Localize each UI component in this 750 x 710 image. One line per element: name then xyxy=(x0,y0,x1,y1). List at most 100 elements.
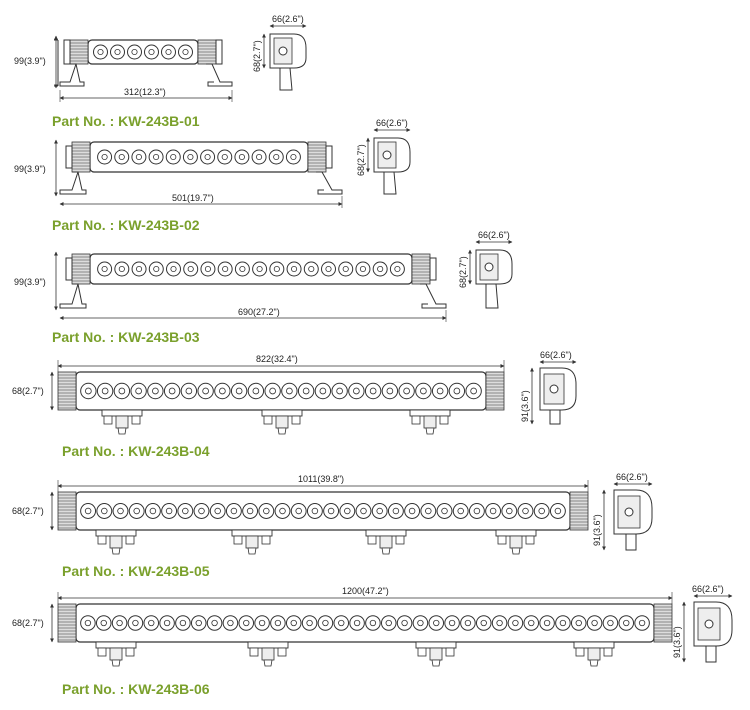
mounting-clamp xyxy=(365,529,407,555)
led xyxy=(80,503,97,519)
side-view xyxy=(693,601,733,663)
led xyxy=(111,615,128,631)
side-view xyxy=(475,249,513,309)
led xyxy=(355,503,372,519)
length-dimension: 1200(47.2") xyxy=(342,586,389,596)
mounting-clamps xyxy=(101,409,451,435)
length-dimension: 690(27.2") xyxy=(238,307,280,317)
side-height-dimension: 91(3.6") xyxy=(520,390,530,422)
mounting-clamp xyxy=(95,529,137,555)
product-kw-243b-05: 68(2.7") 1011(39.8") 66(2.6") 91(3.6") xyxy=(12,472,653,555)
led xyxy=(339,503,356,519)
led xyxy=(431,382,449,400)
led xyxy=(183,261,199,277)
led xyxy=(281,382,298,400)
led-row xyxy=(97,261,405,277)
product-kw-243b-02: 99(3.9") 501(19.7") 66(2.6") 68(2.7") xyxy=(14,118,411,208)
height-dimension: 99(3.9") xyxy=(14,56,46,66)
led xyxy=(381,382,399,400)
led xyxy=(182,149,198,165)
led-row xyxy=(80,615,650,631)
side-width-dimension: 66(2.6") xyxy=(540,350,572,360)
heat-sink-fins xyxy=(57,491,589,531)
led xyxy=(485,503,502,519)
led xyxy=(217,149,233,165)
mounting-clamp xyxy=(231,529,273,555)
led xyxy=(127,44,142,60)
led xyxy=(602,615,619,631)
led xyxy=(252,261,268,277)
led xyxy=(331,382,348,400)
side-view xyxy=(269,33,307,91)
heat-sink-fins xyxy=(69,39,217,65)
led-row xyxy=(80,503,566,519)
led xyxy=(539,615,555,631)
height-dimension: 99(3.9") xyxy=(14,164,46,174)
mounting-clamp xyxy=(495,529,537,555)
led xyxy=(468,503,485,519)
led xyxy=(144,44,159,60)
part-number-label: Part No. : KW-243B-05 xyxy=(62,563,210,579)
led xyxy=(586,615,603,631)
led xyxy=(97,261,113,277)
led xyxy=(270,615,286,631)
mounting-clamp xyxy=(415,641,457,667)
led xyxy=(217,261,233,277)
heat-sink-fins xyxy=(57,603,673,643)
led xyxy=(234,261,250,277)
led xyxy=(177,503,194,519)
part-number-label: Part No. : KW-243B-06 xyxy=(62,681,210,697)
led xyxy=(114,261,130,277)
led xyxy=(97,149,113,165)
led xyxy=(372,261,388,277)
side-height-dimension: 68(2.7") xyxy=(356,144,366,176)
led xyxy=(165,149,181,165)
led xyxy=(306,503,323,519)
height-dimension: 99(3.9") xyxy=(14,277,46,287)
led xyxy=(197,382,214,400)
led xyxy=(93,44,108,60)
led xyxy=(404,503,421,519)
led xyxy=(200,261,216,277)
led xyxy=(95,615,112,631)
led xyxy=(303,261,319,277)
part-number-label: Part No. : KW-243B-04 xyxy=(62,443,210,459)
led xyxy=(349,615,365,631)
led xyxy=(448,382,466,400)
side-view xyxy=(373,137,411,195)
led xyxy=(533,503,550,519)
led xyxy=(301,615,318,631)
product-kw-243b-04: 68(2.7") 822(32.4") 66(2.6") 91(3.6") xyxy=(12,350,577,435)
led xyxy=(323,503,340,519)
led xyxy=(274,503,291,519)
led xyxy=(161,503,178,519)
length-dimension: 501(19.7") xyxy=(172,193,214,203)
led xyxy=(387,503,404,519)
led xyxy=(264,382,281,400)
led xyxy=(242,503,259,519)
side-view xyxy=(613,489,653,551)
led xyxy=(148,149,164,165)
side-view xyxy=(539,367,577,425)
led xyxy=(365,615,381,631)
side-height-dimension: 91(3.6") xyxy=(592,514,602,546)
led-row xyxy=(93,44,193,60)
product-kw-243b-03: 99(3.9") 690(27.2") 66(2.6") 68(2.7") xyxy=(14,230,513,322)
led xyxy=(555,615,571,631)
led xyxy=(238,615,255,631)
led xyxy=(314,382,332,400)
mounting-clamp xyxy=(573,641,615,667)
heat-sink-fins xyxy=(71,141,327,173)
mounting-clamps xyxy=(95,529,537,555)
led xyxy=(80,382,97,400)
led xyxy=(570,615,587,631)
led xyxy=(523,615,540,631)
led xyxy=(130,382,147,400)
led xyxy=(380,615,397,631)
led xyxy=(428,615,445,631)
height-dimension: 68(2.7") xyxy=(12,386,44,396)
mounting-clamp xyxy=(409,409,451,435)
led xyxy=(128,503,145,519)
led xyxy=(258,503,275,519)
